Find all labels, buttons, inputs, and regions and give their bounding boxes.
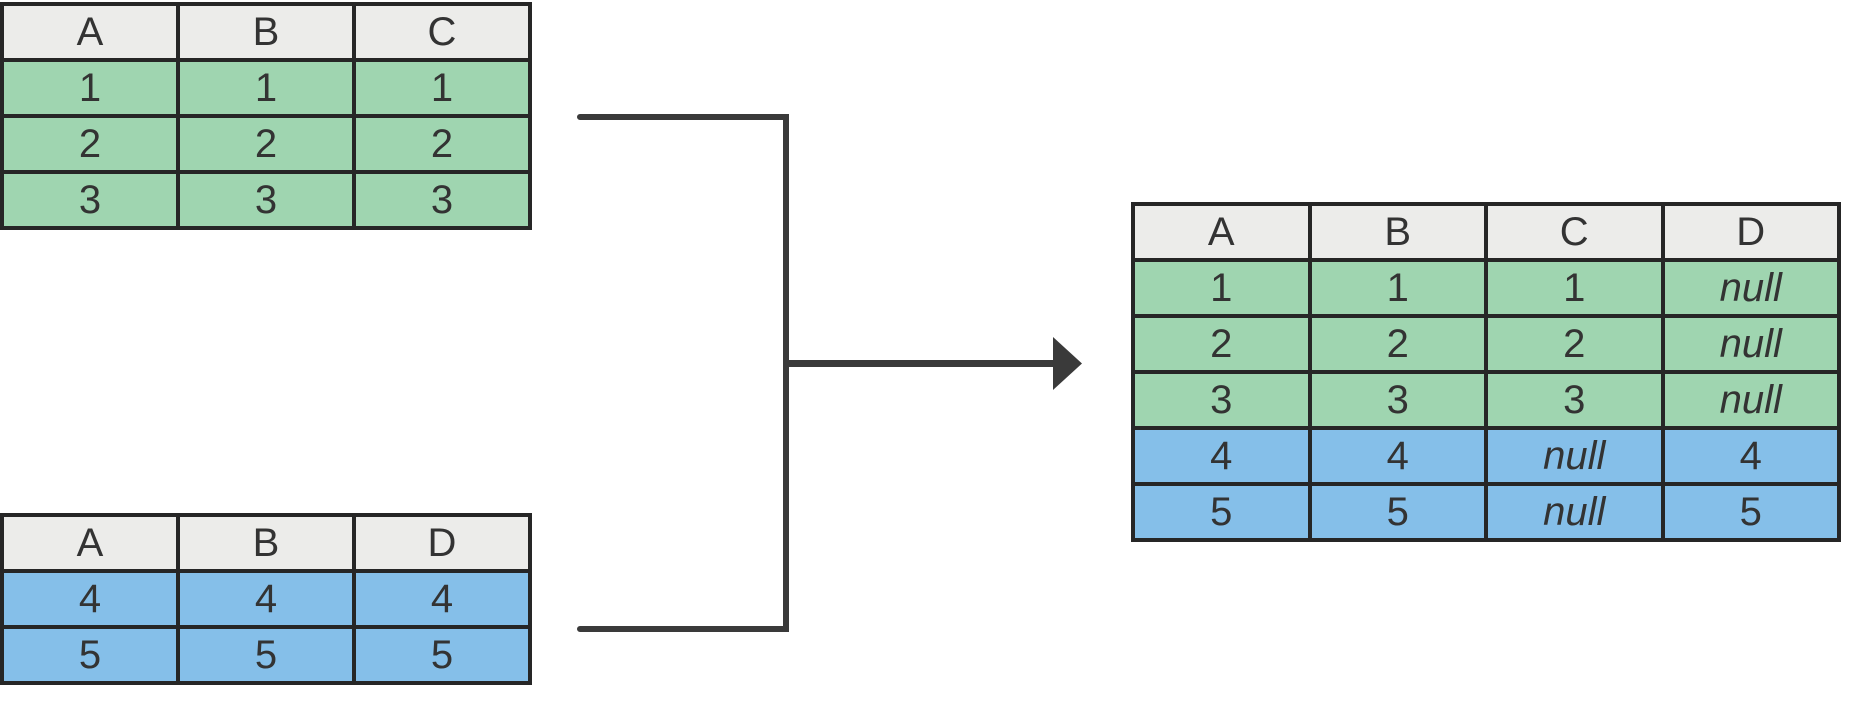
null-cell: null xyxy=(1660,258,1841,318)
table-cell: 1 xyxy=(352,58,532,118)
table-cell: 4 xyxy=(1307,426,1488,486)
table-cell: 3 xyxy=(1307,370,1488,430)
table-cell: 5 xyxy=(0,625,180,685)
column-header: D xyxy=(1660,202,1841,262)
table-cell: 3 xyxy=(176,170,356,230)
table-cell: 2 xyxy=(176,114,356,174)
table-cell: 3 xyxy=(0,170,180,230)
column-header: A xyxy=(0,513,180,573)
table-cell: 2 xyxy=(1307,314,1488,374)
table-cell: 5 xyxy=(1307,482,1488,542)
bracket-line xyxy=(577,114,789,632)
column-header: C xyxy=(1484,202,1665,262)
table-cell: 2 xyxy=(1131,314,1312,374)
table-cell: 2 xyxy=(0,114,180,174)
table-cell: 3 xyxy=(352,170,532,230)
table-cell: 1 xyxy=(1484,258,1665,318)
table-cell: 3 xyxy=(1484,370,1665,430)
table-cell: 2 xyxy=(352,114,532,174)
table-cell: 1 xyxy=(1131,258,1312,318)
column-header: A xyxy=(1131,202,1312,262)
arrowhead-icon xyxy=(1053,337,1082,390)
null-cell: null xyxy=(1484,426,1665,486)
null-cell: null xyxy=(1660,314,1841,374)
column-header: A xyxy=(0,2,180,62)
table-cell: 1 xyxy=(176,58,356,118)
column-header: B xyxy=(176,2,356,62)
table-cell: 5 xyxy=(176,625,356,685)
table-cell: 5 xyxy=(352,625,532,685)
table-cell: 1 xyxy=(0,58,180,118)
table-cell: 5 xyxy=(1131,482,1312,542)
null-cell: null xyxy=(1660,370,1841,430)
table-cell: 4 xyxy=(352,569,532,629)
column-header: B xyxy=(176,513,356,573)
table-cell: 4 xyxy=(0,569,180,629)
column-header: D xyxy=(352,513,532,573)
column-header: B xyxy=(1307,202,1488,262)
table-cell: 4 xyxy=(1660,426,1841,486)
table-cell: 4 xyxy=(1131,426,1312,486)
table-cell: 5 xyxy=(1660,482,1841,542)
table-cell: 4 xyxy=(176,569,356,629)
table-cell: 2 xyxy=(1484,314,1665,374)
table-cell: 1 xyxy=(1307,258,1488,318)
null-cell: null xyxy=(1484,482,1665,542)
column-header: C xyxy=(352,2,532,62)
table-cell: 3 xyxy=(1131,370,1312,430)
